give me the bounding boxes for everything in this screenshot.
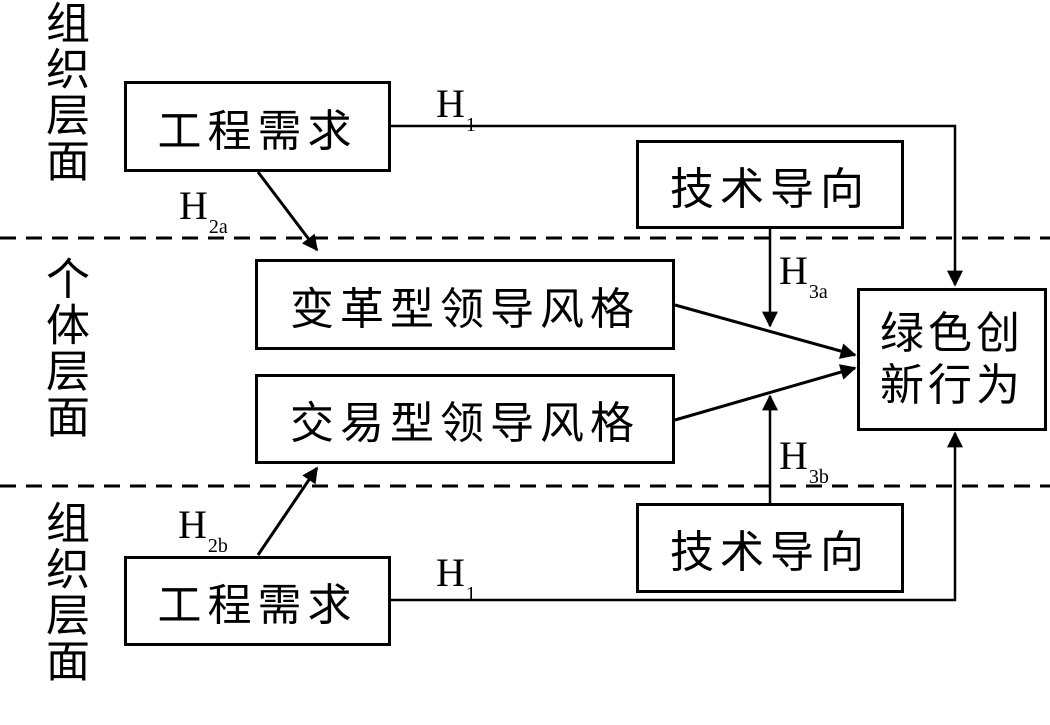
h1-bottom-path bbox=[391, 431, 963, 602]
engineering-demand-box-top: 工程需求 bbox=[124, 81, 391, 172]
side-label-organizational-bottom: 组织层面 bbox=[38, 500, 89, 684]
hypothesis-label-h3a: H3a bbox=[779, 248, 828, 304]
transformational-to-green-arrow bbox=[674, 303, 857, 359]
side-label-individual: 个体层面 bbox=[38, 256, 89, 440]
transactional-to-green-arrow bbox=[674, 364, 857, 422]
h2b-arrow bbox=[256, 466, 319, 556]
transformational-leadership-box: 变革型领导风格 bbox=[255, 259, 675, 350]
hypothesis-label-h1-bottom: H1 bbox=[436, 550, 476, 606]
green-innovation-behavior-box: 绿色创新行为 bbox=[857, 288, 1047, 431]
h1-top-path bbox=[391, 124, 963, 287]
engineering-demand-box-bottom: 工程需求 bbox=[124, 556, 391, 646]
hypothesis-label-h2b: H2b bbox=[178, 502, 228, 558]
h2a-arrow bbox=[256, 171, 319, 252]
hypothesis-label-h3b: H3b bbox=[779, 433, 829, 489]
transactional-leadership-box: 交易型领导风格 bbox=[255, 374, 675, 464]
side-label-organizational-top: 组织层面 bbox=[38, 0, 89, 184]
hypothesis-label-h2a: H2a bbox=[179, 183, 228, 239]
hypothesis-label-h1-top: H1 bbox=[436, 81, 476, 137]
tech-orientation-box-top: 技术导向 bbox=[636, 140, 904, 229]
tech-orientation-box-bottom: 技术导向 bbox=[636, 503, 904, 593]
